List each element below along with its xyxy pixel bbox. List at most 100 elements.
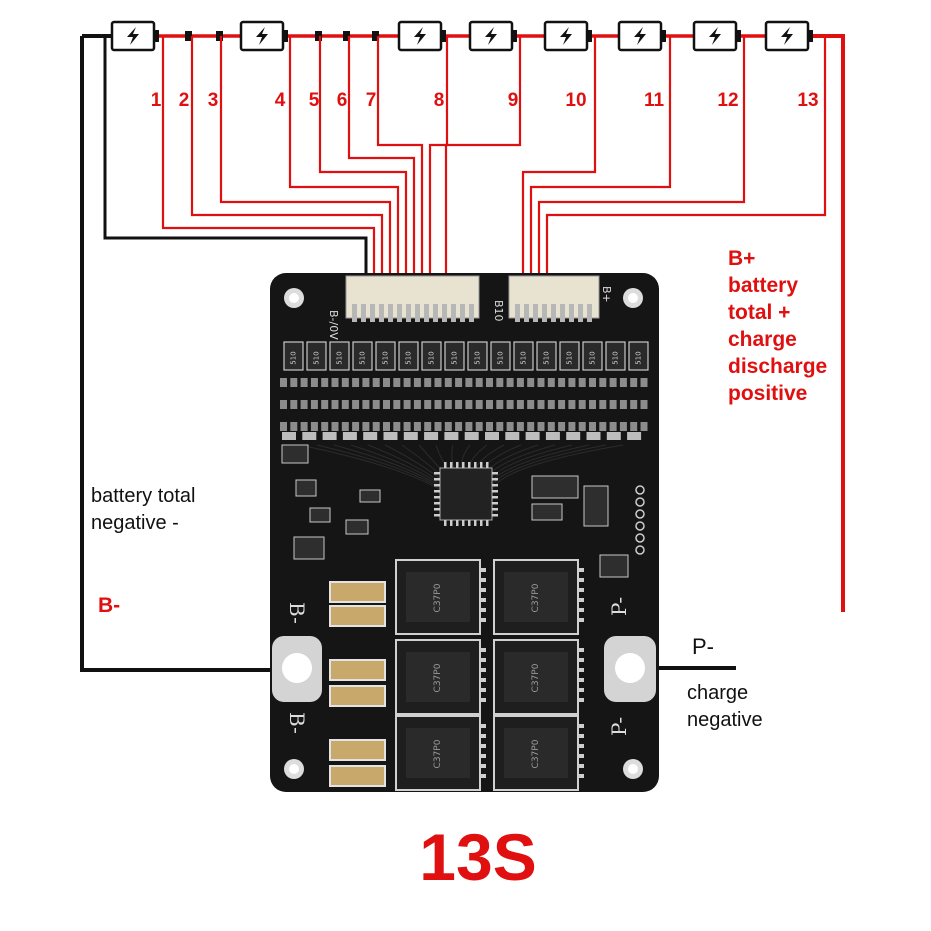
mosfet-mark: C37P0 [433, 739, 443, 768]
lightning-bolt-icon [781, 27, 793, 45]
smd-component [516, 400, 524, 409]
smd-component [578, 400, 586, 409]
smd-component [589, 400, 596, 409]
smd-component [506, 400, 514, 409]
resistor [536, 341, 557, 371]
mcu-pin [492, 508, 498, 511]
smd-component [496, 378, 504, 387]
mcu-pin [456, 462, 459, 468]
mosfet-lead [578, 648, 584, 652]
smd-pad [444, 432, 459, 440]
resistor [628, 341, 649, 371]
b-minus-desc-line: battery total [91, 485, 196, 507]
rail-separator [372, 31, 379, 41]
b-minus-main-lead [80, 36, 290, 672]
smd-component [486, 422, 493, 431]
mosfet-lead [578, 608, 584, 612]
mcu-pin [492, 496, 498, 499]
smd-component [424, 422, 432, 431]
smd-component [455, 378, 463, 387]
b-minus-label: B- [98, 594, 120, 617]
resistor-code: 510 [612, 351, 620, 364]
mosfet-lead [578, 744, 584, 748]
smd-pad [302, 432, 317, 440]
smd-component [372, 378, 380, 387]
tap-label: 9 [508, 90, 519, 111]
balance-lead [428, 36, 449, 318]
mosfet-lead [480, 744, 486, 748]
balance-lead [521, 36, 597, 318]
smd-component [599, 554, 629, 578]
mcu-pin [434, 508, 440, 511]
mosfet-body [504, 728, 568, 778]
smd-component [393, 422, 401, 431]
smd-component [413, 400, 421, 409]
resistor-code: 510 [635, 351, 643, 364]
smd-pad [485, 432, 499, 440]
mcu-pin [434, 514, 440, 517]
smd-component [568, 422, 576, 431]
smd-component [547, 400, 555, 409]
tap-label: 11 [644, 90, 665, 111]
smd-pad [322, 432, 337, 440]
mosfet-lead [578, 668, 584, 672]
connector-pin [415, 304, 420, 322]
mosfet-lead [480, 764, 486, 768]
smd-component [352, 378, 360, 387]
mcu-pin [434, 490, 440, 493]
mosfet-lead [480, 774, 486, 778]
resistor [513, 341, 534, 371]
smd-component [527, 378, 535, 387]
resistor [559, 341, 580, 371]
mosfet-lead [578, 618, 584, 622]
smd-component [321, 400, 329, 409]
connector-pin [469, 304, 474, 322]
smd-component [300, 378, 308, 387]
connector-pin [515, 304, 520, 322]
smd-component [619, 422, 627, 431]
smd-component [465, 400, 473, 409]
smd-component [280, 400, 287, 409]
smd-component [630, 422, 638, 431]
mcu-pin [486, 462, 489, 468]
smd-component [362, 400, 370, 409]
balance-lead [219, 36, 392, 318]
smd-component [434, 400, 442, 409]
resistor [398, 341, 419, 371]
smd-component [345, 519, 369, 535]
mcu-pin [450, 462, 453, 468]
connector-pin [361, 304, 366, 322]
smd-pad [464, 432, 479, 440]
connector-pin [460, 304, 465, 322]
cell-terminal [587, 30, 592, 42]
smd-component [403, 422, 411, 431]
mosfet-body [504, 572, 568, 622]
lightning-bolt-icon [485, 27, 497, 45]
mosfet-body [504, 652, 568, 702]
resistor [444, 341, 465, 371]
smd-component [630, 400, 638, 409]
battery-cell [764, 20, 813, 52]
mosfet-lead [578, 678, 584, 682]
smd-component [455, 422, 463, 431]
mcu-pin [462, 520, 465, 526]
smd-component [434, 378, 442, 387]
resistor [329, 341, 350, 371]
resistor-code: 510 [290, 351, 298, 364]
smd-component [465, 422, 473, 431]
smd-component [383, 400, 390, 409]
smd-component [496, 422, 504, 431]
smd-component [290, 422, 298, 431]
b-plus-label-line: charge [728, 328, 797, 351]
resistor [375, 341, 396, 371]
resistor [421, 341, 442, 371]
resistor-code: 510 [428, 351, 436, 364]
mounting-hole-center [289, 293, 299, 303]
smd-pad [545, 432, 560, 440]
smd-component [341, 378, 349, 387]
mcu-pin [434, 502, 440, 505]
resistor-code: 510 [520, 351, 528, 364]
smd-component [383, 378, 390, 387]
smd-component [413, 378, 421, 387]
